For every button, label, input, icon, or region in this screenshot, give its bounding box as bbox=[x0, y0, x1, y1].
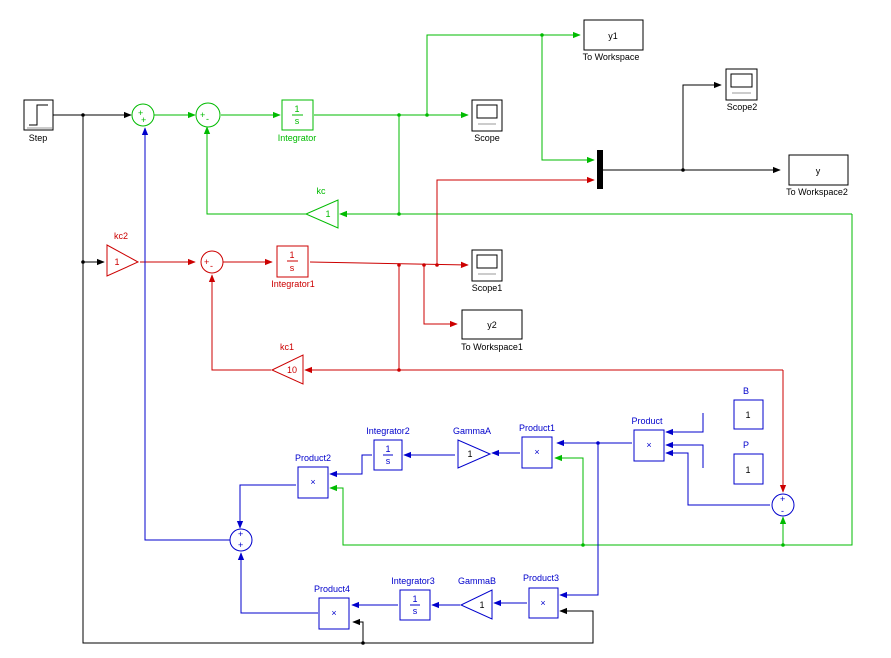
svg-text:Product4: Product4 bbox=[314, 584, 350, 594]
svg-text:+: + bbox=[200, 110, 205, 120]
integrator1-block[interactable]: 1 s Integrator1 bbox=[271, 245, 315, 289]
svg-text:10: 10 bbox=[287, 365, 297, 375]
product1-block[interactable]: × Product1 bbox=[519, 423, 555, 469]
svg-text:+: + bbox=[780, 494, 785, 504]
svg-text:GammaA: GammaA bbox=[453, 426, 491, 436]
step-block[interactable]: Step bbox=[23, 99, 54, 143]
svg-text:1: 1 bbox=[325, 209, 330, 219]
gain-kc2-block[interactable]: 1 kc2 bbox=[106, 231, 140, 277]
svg-text:Product1: Product1 bbox=[519, 423, 555, 433]
to-workspace-y-block[interactable]: y To Workspace2 bbox=[786, 154, 849, 197]
svg-text:+: + bbox=[238, 540, 243, 550]
svg-text:×: × bbox=[646, 440, 651, 450]
svg-text:Integrator1: Integrator1 bbox=[271, 279, 315, 289]
svg-text:1: 1 bbox=[745, 410, 750, 420]
svg-text:Integrator3: Integrator3 bbox=[391, 576, 435, 586]
svg-text:-: - bbox=[781, 506, 784, 516]
scope2-block[interactable]: Scope2 bbox=[725, 68, 758, 112]
svg-text:+: + bbox=[204, 257, 209, 267]
svg-text:B: B bbox=[743, 386, 749, 396]
svg-text:To Workspace2: To Workspace2 bbox=[786, 187, 848, 197]
integrator-block[interactable]: 1 s Integrator bbox=[278, 99, 317, 143]
integrator2-block[interactable]: 1 s Integrator2 bbox=[366, 426, 410, 471]
svg-text:1: 1 bbox=[479, 600, 484, 610]
gain-gammaB-block[interactable]: 1 GammaB bbox=[458, 576, 496, 620]
scope1-block[interactable]: Scope1 bbox=[471, 249, 503, 293]
product4-block[interactable]: × Product4 bbox=[314, 584, 350, 630]
svg-text:To Workspace: To Workspace bbox=[583, 52, 640, 62]
svg-text:1: 1 bbox=[385, 444, 390, 454]
svg-text:P: P bbox=[743, 440, 749, 450]
svg-text:s: s bbox=[295, 116, 300, 126]
sum-block-5[interactable]: + + bbox=[229, 528, 253, 552]
svg-text:y1: y1 bbox=[608, 31, 618, 41]
svg-text:×: × bbox=[331, 608, 336, 618]
step-label: Step bbox=[29, 133, 48, 143]
svg-text:1: 1 bbox=[745, 465, 750, 475]
black-signal-lines bbox=[53, 81, 781, 644]
scope-block[interactable]: Scope bbox=[471, 99, 503, 143]
product2-block[interactable]: × Product2 bbox=[295, 453, 331, 499]
svg-text:kc1: kc1 bbox=[280, 342, 294, 352]
svg-text:kc2: kc2 bbox=[114, 231, 128, 241]
sum-block-3[interactable]: + - bbox=[200, 250, 224, 274]
svg-text:×: × bbox=[310, 477, 315, 487]
svg-text:Product: Product bbox=[631, 416, 663, 426]
svg-text:1: 1 bbox=[294, 104, 299, 114]
svg-text:Product2: Product2 bbox=[295, 453, 331, 463]
to-workspace-y2-block[interactable]: y2 To Workspace1 bbox=[461, 309, 523, 352]
svg-text:To Workspace1: To Workspace1 bbox=[461, 342, 523, 352]
mux-block[interactable] bbox=[597, 150, 603, 189]
svg-text:Scope2: Scope2 bbox=[727, 102, 758, 112]
gain-kc1-block[interactable]: 10 kc1 bbox=[270, 342, 304, 385]
svg-text:-: - bbox=[210, 261, 213, 271]
svg-text:y: y bbox=[816, 166, 821, 176]
svg-text:×: × bbox=[540, 598, 545, 608]
svg-text:Product3: Product3 bbox=[523, 573, 559, 583]
integrator3-block[interactable]: 1 s Integrator3 bbox=[391, 576, 435, 621]
branch-points bbox=[81, 33, 785, 645]
sum-block-4[interactable]: + - bbox=[771, 493, 795, 517]
svg-text:+: + bbox=[141, 115, 146, 125]
svg-text:1: 1 bbox=[289, 250, 294, 260]
svg-text:s: s bbox=[413, 606, 418, 616]
svg-text:1: 1 bbox=[114, 257, 119, 267]
svg-text:Scope: Scope bbox=[474, 133, 500, 143]
svg-text:s: s bbox=[290, 263, 295, 273]
svg-text:kc: kc bbox=[317, 186, 327, 196]
svg-text:GammaB: GammaB bbox=[458, 576, 496, 586]
integrator-label: Integrator bbox=[278, 133, 317, 143]
to-workspace-y1-block[interactable]: y1 To Workspace bbox=[583, 19, 644, 62]
svg-text:s: s bbox=[386, 456, 391, 466]
gain-kc-block[interactable]: 1 kc bbox=[304, 186, 339, 229]
sum-block-2[interactable]: + - bbox=[195, 102, 221, 128]
svg-text:1: 1 bbox=[467, 449, 472, 459]
constant-b-block[interactable]: 1 B bbox=[733, 386, 764, 430]
blue-signal-lines bbox=[141, 127, 770, 614]
svg-text:-: - bbox=[206, 114, 209, 124]
product-block[interactable]: × Product bbox=[631, 416, 665, 462]
svg-text:y2: y2 bbox=[487, 320, 497, 330]
red-signal-lines bbox=[140, 176, 787, 493]
svg-text:+: + bbox=[138, 108, 143, 118]
svg-text:×: × bbox=[534, 447, 539, 457]
sum-block-1[interactable]: + + bbox=[131, 103, 155, 127]
svg-text:Scope1: Scope1 bbox=[472, 283, 503, 293]
constant-p-block[interactable]: 1 P bbox=[733, 440, 764, 485]
svg-text:+: + bbox=[238, 529, 243, 539]
gain-gammaA-block[interactable]: 1 GammaA bbox=[453, 426, 492, 469]
product3-block[interactable]: × Product3 bbox=[523, 573, 559, 619]
svg-text:1: 1 bbox=[412, 594, 417, 604]
svg-text:Integrator2: Integrator2 bbox=[366, 426, 410, 436]
